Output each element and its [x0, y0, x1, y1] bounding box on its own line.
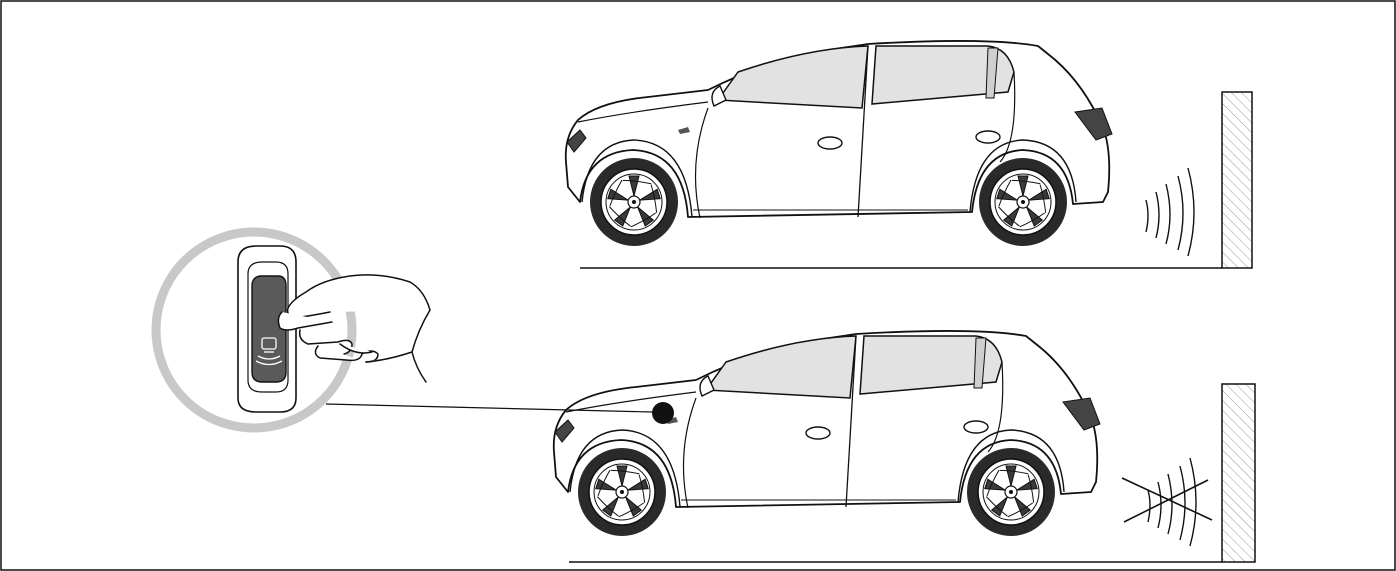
top-car — [566, 41, 1112, 246]
parking-sensor-waves-icon — [1146, 168, 1194, 256]
top-wall — [1222, 92, 1252, 268]
bottom-car — [554, 331, 1100, 536]
callout-magnifier — [156, 232, 430, 428]
bottom-wall — [1222, 384, 1255, 562]
parking-sensor-off-icon — [1122, 458, 1212, 546]
switch-location-dot — [652, 402, 674, 424]
